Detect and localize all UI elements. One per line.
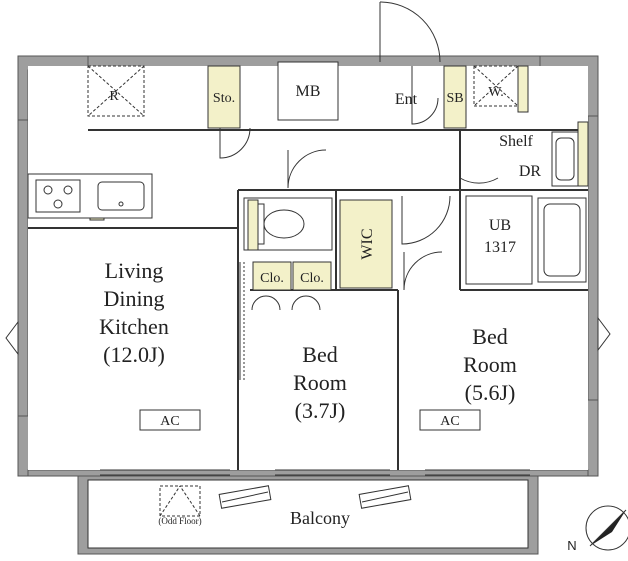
entrance-label: Ent [395,91,418,108]
escape-hatch-icon [159,485,201,517]
north-label: N [567,538,576,553]
ldk-size-label: (12.0J) [103,342,165,367]
balcony-label: Balcony [290,508,350,528]
bed1-label-line1: Bed [302,342,337,367]
dressing-room-label: DR [519,163,542,180]
bed2-label-line2: Room [463,352,517,377]
unit-bath-size-label: 1317 [484,239,516,256]
door-swing-icon [219,1,499,311]
meter-box [277,61,339,121]
shoe-box-label: SB [446,91,463,106]
wic-label: WIC [359,228,376,259]
washer-space [473,65,519,107]
refrigerator-space [87,65,145,117]
odd-floor-label: (Odd Floor) [158,516,201,526]
stove-icon [35,179,81,213]
ac-bed-label: AC [440,414,459,429]
ldk-label-line1: Living [105,258,164,283]
bed2-size-label: (5.6J) [465,380,516,405]
compass-icon [585,505,628,551]
sink-icon [97,181,145,211]
storage-label: Sto. [213,91,235,106]
ac-ldk-label: AC [160,414,179,429]
ldk-label-line3: Kitchen [99,314,169,339]
balcony-panels [218,485,412,509]
window-mark-right [597,316,611,352]
window-mark-left [5,320,19,356]
ac-unit-ldk [139,409,201,431]
closet-left-label: Clo. [260,271,284,286]
bed1-size-label: (3.7J) [295,398,346,423]
ac-unit-bed [419,409,481,431]
washbasin-icon [551,131,579,187]
toilet-icon [257,203,305,245]
closet-right-label: Clo. [300,271,324,286]
ldk-label-line2: Dining [103,286,164,311]
sliding-door [239,262,245,380]
unit-bath-label: UB [489,217,511,234]
bathtub-icon [537,197,587,283]
kitchen-counter [27,173,153,219]
bed1-label-line2: Room [293,370,347,395]
shelf-label: Shelf [499,133,533,150]
windows [100,469,530,476]
bed2-label-line1: Bed [472,324,507,349]
refrigerator-label: R [109,89,119,104]
washer-label: W. [488,85,503,100]
meter-box-label: MB [296,83,321,100]
